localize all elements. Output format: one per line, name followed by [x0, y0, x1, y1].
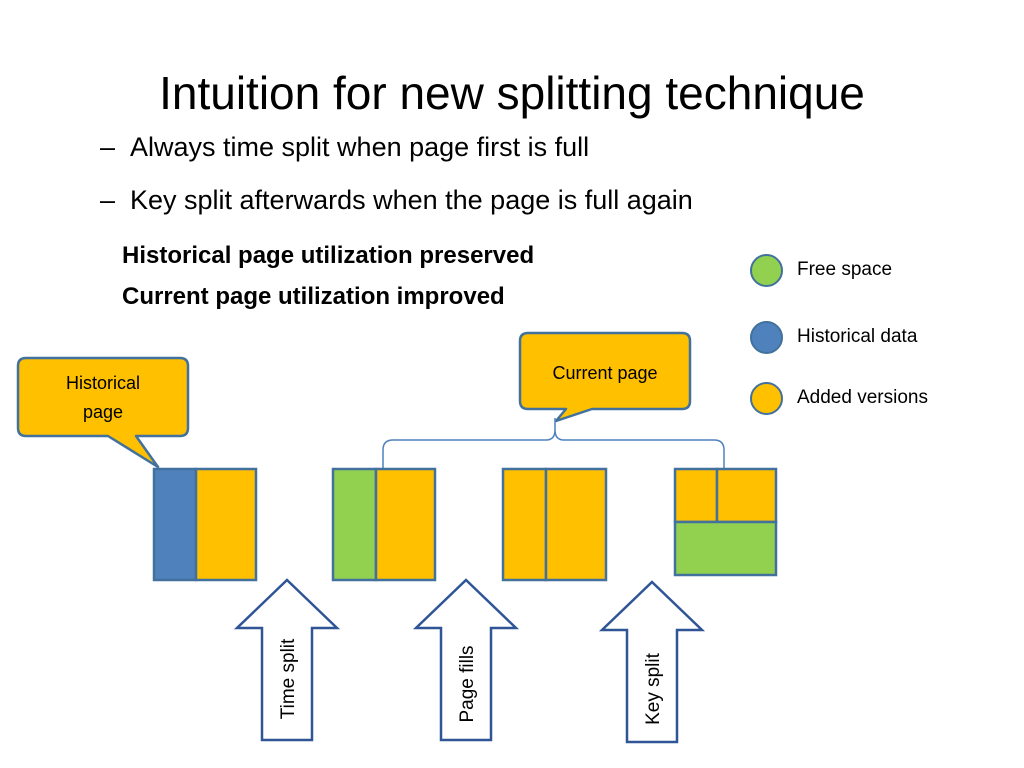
legend-swatch-added-versions [750, 381, 783, 415]
legend-swatch-free-space [750, 253, 783, 287]
highlight-current: Current page utilization improved [122, 283, 505, 310]
legend-label: Historical data [797, 326, 918, 347]
page-1 [152, 467, 258, 582]
legend-added-versions: Added versions [750, 378, 928, 418]
page-2 [331, 467, 437, 582]
callout-historical-page [16, 356, 190, 469]
arrow-page-fills [412, 578, 520, 742]
legend-free-space: Free space [750, 250, 892, 290]
page-2-free-block [331, 467, 378, 582]
callout-historical-line2: page [83, 402, 123, 422]
page-1-added-block [194, 467, 258, 582]
page-4-added-block-right [715, 467, 778, 524]
bullet-key-split: –Key split afterwards when the page is f… [100, 185, 693, 216]
page-1-historical-block [152, 467, 198, 582]
legend-swatch-historical-data [750, 320, 783, 354]
current-page-brace [382, 418, 725, 478]
arrow-key-split [598, 580, 706, 744]
callout-current-page [518, 331, 692, 423]
arrow-page-fills-label: Page fills [457, 645, 478, 722]
callout-current-label: Current page [552, 363, 657, 383]
page-3 [501, 467, 608, 582]
page-2-added-block [374, 467, 437, 582]
legend-label: Added versions [797, 387, 928, 408]
page-4-free-block [673, 520, 778, 577]
bullet-text: Key split afterwards when the page is fu… [130, 185, 693, 215]
bullet-dash: – [100, 132, 116, 162]
page-3-added-block-left [501, 467, 548, 582]
bullet-text: Always time split when page first is ful… [130, 132, 590, 162]
callout-historical-line1: Historical [66, 373, 140, 393]
page-4-added-block-left [673, 467, 719, 524]
legend-historical-data: Historical data [750, 317, 917, 357]
slide-title: Intuition for new splitting technique [159, 67, 865, 119]
arrow-time-split-label: Time split [278, 638, 299, 719]
arrow-time-split [233, 578, 341, 742]
page-4 [673, 467, 778, 577]
bullet-dash: – [100, 185, 116, 215]
legend-label: Free space [797, 259, 893, 280]
highlight-historical: Historical page utilization preserved [122, 242, 535, 269]
page-3-added-block-right [544, 467, 608, 582]
bullet-time-split: –Always time split when page first is fu… [100, 132, 589, 163]
arrow-key-split-label: Key split [643, 652, 664, 725]
